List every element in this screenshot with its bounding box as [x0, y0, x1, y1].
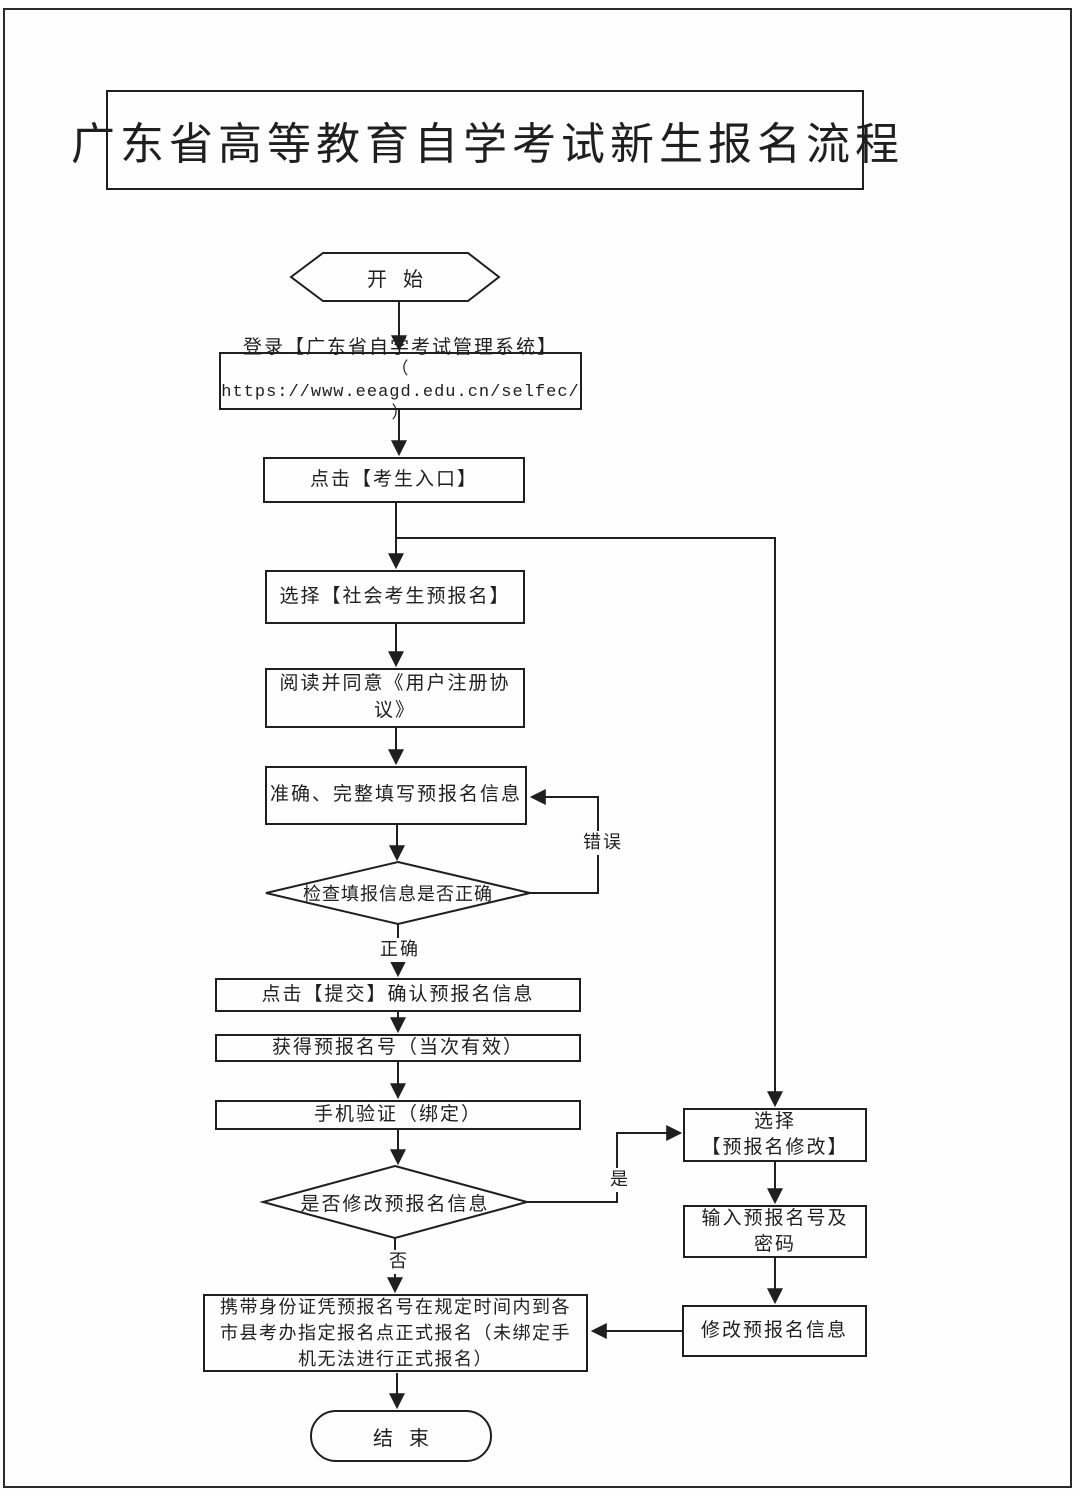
agree-protocol-label: 阅读并同意《用户注册协议》	[279, 673, 511, 721]
start-terminal: 开始	[291, 253, 499, 301]
step-get-prereg-number: 获得预报名号（当次有效）	[215, 1034, 581, 1062]
login-line1: 登录【广东省自学考试管理系统】	[242, 336, 558, 358]
edge-label-correct: 正确	[372, 938, 428, 962]
correct-label-text: 正确	[380, 939, 420, 960]
step-select-modify: 选择 【预报名修改】	[683, 1108, 867, 1162]
start-hexagon-shape	[289, 252, 501, 302]
start-label: 开始	[367, 268, 439, 291]
select-prereg-label: 选择【社会考生预报名】	[279, 585, 511, 607]
edge-yes-branch	[525, 1125, 683, 1203]
formal-registration-label: 携带身份证凭预报名号在规定时间内到各市县考办指定报名点正式报名（未绑定手机无法进…	[220, 1296, 571, 1370]
wrong-label-text: 错误	[583, 832, 623, 853]
decision-check-info: 检查填报信息是否正确	[278, 880, 518, 906]
decision-modify-info: 是否修改预报名信息	[275, 1189, 515, 1215]
edge-label-yes: 是	[604, 1168, 636, 1192]
diagram-title: 广东省高等教育自学考试新生报名流程	[71, 120, 904, 169]
submit-confirm-label: 点击【提交】确认预报名信息	[261, 983, 535, 1005]
modify-decision-diamond-shape	[259, 1164, 531, 1240]
step-phone-verify: 手机验证（绑定）	[215, 1100, 581, 1130]
input-credentials-line2: 密码	[753, 1233, 796, 1255]
end-terminal: 结束	[310, 1410, 492, 1462]
no-label-text: 否	[389, 1251, 409, 1272]
check-decision-label: 检查填报信息是否正确	[303, 884, 493, 904]
fill-info-label: 准确、完整填写预报名信息	[269, 784, 522, 806]
select-modify-line1: 选择	[753, 1111, 796, 1133]
modify-decision-label: 是否修改预报名信息	[300, 1193, 490, 1215]
page-border	[3, 8, 1072, 1488]
step-agree-protocol: 阅读并同意《用户注册协议》	[265, 668, 525, 728]
step-modify-info: 修改预报名信息	[682, 1305, 867, 1357]
click-entry-label: 点击【考生入口】	[309, 468, 478, 490]
step-submit-confirm: 点击【提交】确认预报名信息	[215, 978, 581, 1012]
edge-label-no: 否	[383, 1250, 415, 1274]
edge-label-wrong: 错误	[576, 831, 630, 855]
edge-branch-select-modify	[396, 537, 783, 1108]
login-url: （ https://www.eeagd.edu.cn/selfec/ ）	[221, 361, 580, 425]
step-input-credentials: 输入预报名号及 密码	[683, 1205, 867, 1258]
step-login-system: 登录【广东省自学考试管理系统】 （ https://www.eeagd.edu.…	[219, 337, 582, 424]
end-label: 结束	[373, 1427, 445, 1450]
step-formal-registration: 携带身份证凭预报名号在规定时间内到各市县考办指定报名点正式报名（未绑定手机无法进…	[203, 1294, 588, 1372]
yes-label-text: 是	[610, 1169, 630, 1190]
diagram-title-box: 广东省高等教育自学考试新生报名流程	[71, 90, 899, 190]
input-credentials-line1: 输入预报名号及	[701, 1207, 849, 1229]
select-modify-line2: 【预报名修改】	[701, 1137, 849, 1158]
step-select-social-prereg: 选择【社会考生预报名】	[265, 570, 525, 624]
phone-verify-label: 手机验证（绑定）	[313, 1103, 482, 1125]
check-decision-diamond-shape	[265, 860, 531, 926]
step-click-candidate-entry: 点击【考生入口】	[263, 457, 525, 503]
step-fill-prereg-info: 准确、完整填写预报名信息	[265, 766, 527, 825]
get-number-label: 获得预报名号（当次有效）	[271, 1036, 524, 1058]
modify-info-label: 修改预报名信息	[700, 1319, 848, 1341]
